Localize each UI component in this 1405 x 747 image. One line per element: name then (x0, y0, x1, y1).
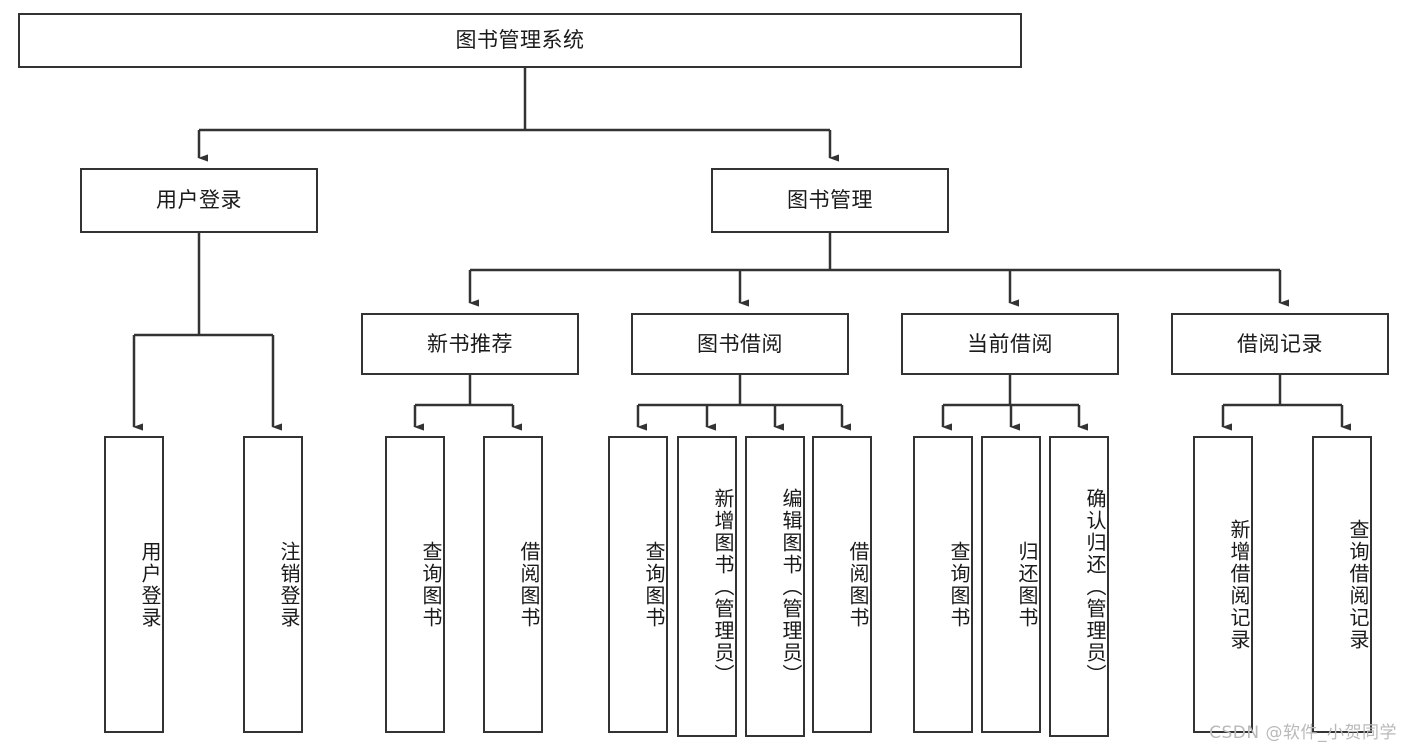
node-book-management[interactable]: 图书管理 (711, 168, 949, 233)
node-label: 查询图书 (642, 540, 666, 629)
node-label: 查询图书 (947, 540, 971, 629)
node-label: 归还图书 (1015, 540, 1039, 629)
node-label: 借阅记录 (1237, 331, 1323, 356)
node-label: 注销登录 (277, 540, 301, 629)
node-root-system[interactable]: 图书管理系统 (18, 13, 1022, 68)
node-label: 查询图书 (419, 540, 443, 629)
node-label: 确认归还（管理员） (1083, 487, 1107, 686)
leaf-borrow-book-recommend[interactable]: 借阅图书 (483, 436, 543, 733)
leaf-query-book-borrow[interactable]: 查询图书 (608, 436, 668, 733)
leaf-logout-login[interactable]: 注销登录 (243, 436, 303, 733)
leaf-query-borrow-record[interactable]: 查询借阅记录 (1312, 436, 1372, 733)
leaf-borrow-book-borrow[interactable]: 借阅图书 (812, 436, 872, 733)
node-label: 图书管理 (787, 188, 873, 213)
node-new-book-recommend[interactable]: 新书推荐 (361, 313, 579, 375)
leaf-add-book-admin[interactable]: 新增图书（管理员） (677, 436, 737, 737)
node-book-borrow[interactable]: 图书借阅 (631, 313, 849, 375)
node-current-borrow[interactable]: 当前借阅 (901, 313, 1119, 375)
leaf-add-borrow-record[interactable]: 新增借阅记录 (1193, 436, 1253, 733)
node-label: 新增图书（管理员） (711, 487, 735, 686)
leaf-confirm-return-admin[interactable]: 确认归还（管理员） (1049, 436, 1109, 737)
node-label: 当前借阅 (967, 331, 1053, 356)
leaf-user-login[interactable]: 用户登录 (104, 436, 164, 733)
leaf-return-book[interactable]: 归还图书 (981, 436, 1041, 733)
node-label: 编辑图书（管理员） (779, 487, 803, 686)
leaf-query-book-recommend[interactable]: 查询图书 (385, 436, 445, 733)
node-label: 图书管理系统 (455, 28, 585, 53)
node-label: 图书借阅 (697, 331, 783, 356)
node-label: 用户登录 (156, 188, 242, 213)
csdn-watermark: CSDN @软件_小贺同学 (1209, 723, 1397, 743)
node-label: 新书推荐 (427, 331, 513, 356)
leaf-query-book-current[interactable]: 查询图书 (913, 436, 973, 733)
node-user-login[interactable]: 用户登录 (80, 168, 318, 233)
node-label: 借阅图书 (846, 540, 870, 629)
node-label: 借阅图书 (517, 540, 541, 629)
node-label: 用户登录 (138, 540, 162, 629)
leaf-edit-book-admin[interactable]: 编辑图书（管理员） (745, 436, 805, 737)
node-label: 新增借阅记录 (1227, 518, 1251, 651)
node-label: 查询借阅记录 (1346, 518, 1370, 651)
node-borrow-record[interactable]: 借阅记录 (1171, 313, 1389, 375)
